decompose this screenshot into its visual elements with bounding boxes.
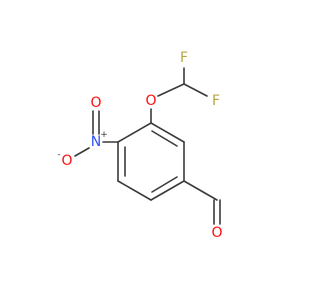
nitro-nitrogen-atom: N	[91, 134, 101, 150]
fluorine-atom-right: F	[212, 93, 220, 109]
bond-n-o-left	[74, 147, 90, 157]
nitro-oxygen-atom-left: O	[61, 153, 72, 169]
aldehyde-oxygen-atom: O	[211, 225, 222, 241]
ring-bond-c5-c6	[117, 180, 152, 201]
bond-layer	[74, 67, 221, 225]
bond-o-chf2	[157, 83, 185, 97]
nitro-oxygen-charge: -	[57, 150, 60, 160]
molecule-canvas: F F O N + O O - O	[57, 50, 223, 241]
atom-label-layer: F F O N + O O - O	[57, 50, 222, 241]
nitro-nitrogen-charge: +	[100, 130, 108, 140]
nitro-oxygen-atom-top: O	[90, 95, 101, 111]
fluorine-atom-top: F	[180, 50, 188, 66]
ring-double-bond-c2-c3	[151, 130, 178, 147]
ring-bond-c4-c5	[150, 180, 185, 201]
ether-oxygen-atom: O	[145, 93, 156, 109]
ring-double-bond-c4-c5	[151, 176, 178, 193]
ring-bond-c2-c3	[150, 122, 185, 143]
ring-bond-c1-c2	[117, 122, 152, 143]
structure-diagram: F F O N + O O - O	[57, 50, 222, 241]
bond-chf2-f2	[183, 83, 208, 97]
bond-c4-cho	[183, 180, 218, 201]
